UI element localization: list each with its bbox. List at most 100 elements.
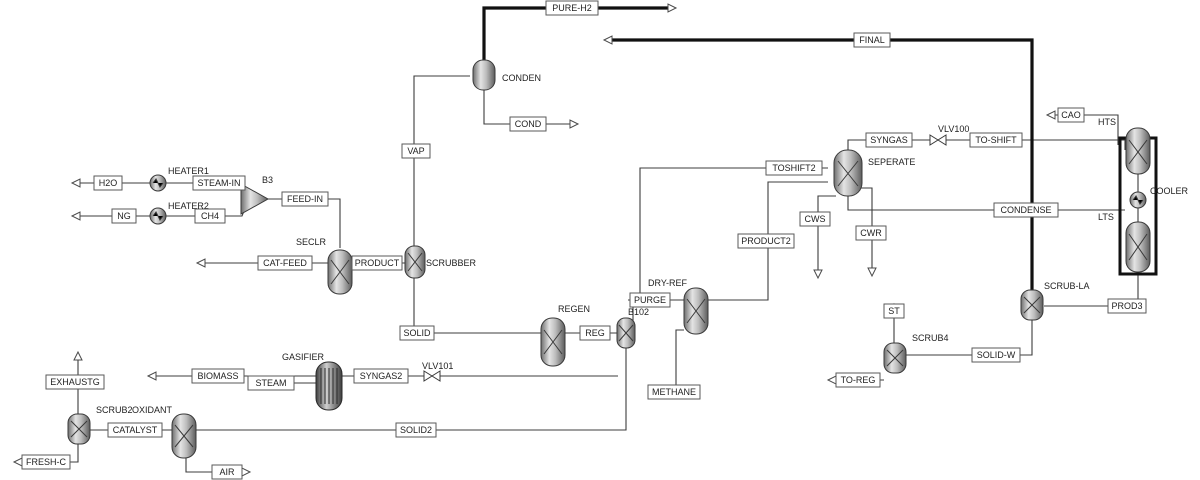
stream-air[interactable]: AIR	[211, 464, 243, 480]
stream-biomass[interactable]: BIOMASS	[191, 368, 245, 384]
stream-solid2-label: SOLID2	[400, 425, 432, 435]
stream-ch4-label: CH4	[201, 211, 219, 221]
heater1-icon[interactable]	[149, 174, 167, 192]
stream-catalyst-label: CATALYST	[113, 425, 158, 435]
stream-exhaustg[interactable]: EXHAUSTG	[45, 374, 105, 390]
block-label-dry-ref: DRY-REF	[648, 278, 688, 288]
stream-pure-h2[interactable]: PURE-H2	[545, 0, 599, 16]
stream-cat-feed[interactable]: CAT-FEED	[257, 255, 313, 271]
valve-vlv100-icon[interactable]	[929, 134, 947, 146]
scrub2-vessel-icon[interactable]	[67, 413, 91, 445]
stream-purge[interactable]: PURGE	[629, 292, 671, 308]
stream-ng[interactable]: NG	[111, 208, 137, 224]
mixer-b3-icon[interactable]	[240, 183, 270, 215]
stream-h2o[interactable]: H2O	[93, 175, 123, 191]
stream-arrowheads	[12, 3, 1056, 477]
stream-cao-label: CAO	[1061, 110, 1081, 120]
stream-prod3[interactable]: PROD3	[1107, 298, 1147, 314]
stream-vap[interactable]: VAP	[401, 143, 431, 159]
stream-st[interactable]: ST	[883, 303, 905, 319]
stream-ng-label: NG	[117, 211, 131, 221]
heater2-icon[interactable]	[149, 207, 167, 225]
block-label-seclr: SECLR	[296, 237, 327, 247]
block-label-oxidant: OXIDANT	[132, 405, 173, 415]
b102-vessel-icon[interactable]	[616, 317, 636, 349]
block-label-hts: HTS	[1098, 117, 1116, 127]
stream-purge-label: PURGE	[634, 295, 666, 305]
stream-methane[interactable]: METHANE	[647, 384, 701, 400]
stream-product[interactable]: PRODUCT	[351, 255, 403, 271]
block-label-conden: CONDEN	[502, 73, 541, 83]
stream-cond-label: COND	[515, 119, 542, 129]
block-labels: HEATER1 HEATER2 B3 SECLR SCRUBBER CONDEN…	[96, 73, 1189, 415]
stream-condense-label: CONDENSE	[1000, 205, 1051, 215]
stream-syngas2-label: SYNGAS2	[360, 371, 403, 381]
block-label-gasifier: GASIFIER	[282, 352, 325, 362]
block-label-vlv101: VLV101	[422, 361, 453, 371]
stream-solid-w[interactable]: SOLID-W	[971, 347, 1021, 363]
block-label-seperate: SEPERATE	[868, 157, 915, 167]
stream-st-label: ST	[888, 306, 900, 316]
stream-syngas2[interactable]: SYNGAS2	[353, 368, 409, 384]
stream-product2[interactable]: PRODUCT2	[737, 233, 795, 249]
stream-condense[interactable]: CONDENSE	[993, 202, 1059, 218]
conden-flash-icon[interactable]	[472, 59, 496, 91]
stream-vap-label: VAP	[407, 146, 424, 156]
stream-to-shift[interactable]: TO-SHIFT	[969, 132, 1023, 148]
stream-feed-in-label: FEED-IN	[287, 194, 323, 204]
main-product-lines	[482, 6, 1034, 292]
seclr-vessel-icon[interactable]	[327, 249, 353, 295]
stream-to-reg[interactable]: TO-REG	[835, 372, 881, 388]
stream-pure-h2-label: PURE-H2	[552, 3, 592, 13]
stream-catalyst[interactable]: CATALYST	[107, 422, 163, 438]
stream-solid2[interactable]: SOLID2	[395, 422, 437, 438]
regen-vessel-icon[interactable]	[540, 317, 566, 367]
scrub-la-vessel-icon[interactable]	[1020, 289, 1044, 321]
stream-feed-in[interactable]: FEED-IN	[281, 191, 329, 207]
stream-reg[interactable]: REG	[579, 325, 611, 341]
scrub4-vessel-icon[interactable]	[883, 342, 907, 374]
stream-cwr[interactable]: CWR	[855, 225, 887, 241]
block-label-b102: B102	[628, 307, 649, 317]
stream-steam-label: STEAM	[255, 378, 286, 388]
block-label-heater1: HEATER1	[168, 166, 209, 176]
stream-exhaustg-label: EXHAUSTG	[50, 377, 100, 387]
stream-steam[interactable]: STEAM	[247, 375, 295, 391]
stream-cws-label: CWS	[805, 214, 826, 224]
block-label-scrub-la: SCRUB-LA	[1044, 281, 1090, 291]
block-label-scrub4: SCRUB4	[912, 333, 949, 343]
stream-cwr-label: CWR	[860, 228, 882, 238]
stream-toshift2-label: TOSHIFT2	[772, 163, 815, 173]
stream-syngas-label: SYNGAS	[870, 135, 908, 145]
stream-ch4[interactable]: CH4	[194, 208, 226, 224]
gasifier-reactor-icon[interactable]	[315, 361, 343, 411]
stream-cws[interactable]: CWS	[799, 211, 831, 227]
block-label-lts: LTS	[1098, 212, 1114, 222]
stream-steam-in-label: STEAM-IN	[197, 178, 240, 188]
scrubber-vessel-icon[interactable]	[404, 245, 426, 279]
shift-reactor-train-icon[interactable]	[1118, 127, 1158, 276]
stream-biomass-label: BIOMASS	[197, 371, 238, 381]
block-label-scrubber: SCRUBBER	[426, 258, 477, 268]
stream-final[interactable]: FINAL	[853, 32, 891, 48]
stream-to-shift-label: TO-SHIFT	[975, 135, 1017, 145]
stream-to-reg-label: TO-REG	[841, 375, 876, 385]
stream-methane-label: METHANE	[652, 387, 696, 397]
stream-air-label: AIR	[219, 467, 235, 477]
stream-toshift2[interactable]: TOSHIFT2	[765, 160, 823, 176]
stream-h2o-label: H2O	[99, 178, 118, 188]
oxidant-reactor-icon[interactable]	[171, 413, 197, 459]
stream-syngas[interactable]: SYNGAS	[865, 132, 913, 148]
stream-steam-in[interactable]: STEAM-IN	[192, 175, 246, 191]
block-label-heater2: HEATER2	[168, 201, 209, 211]
stream-solid[interactable]: SOLID	[399, 325, 435, 341]
stream-cao[interactable]: CAO	[1057, 107, 1085, 123]
stream-cond[interactable]: COND	[509, 116, 547, 132]
valve-vlv101-icon[interactable]	[423, 370, 441, 382]
stream-fresh-c[interactable]: FRESH-C	[21, 454, 71, 470]
dry-ref-reactor-icon[interactable]	[683, 287, 709, 335]
stream-fresh-c-label: FRESH-C	[26, 457, 66, 467]
block-label-regen: REGEN	[558, 304, 590, 314]
seperate-vessel-icon[interactable]	[833, 149, 863, 197]
